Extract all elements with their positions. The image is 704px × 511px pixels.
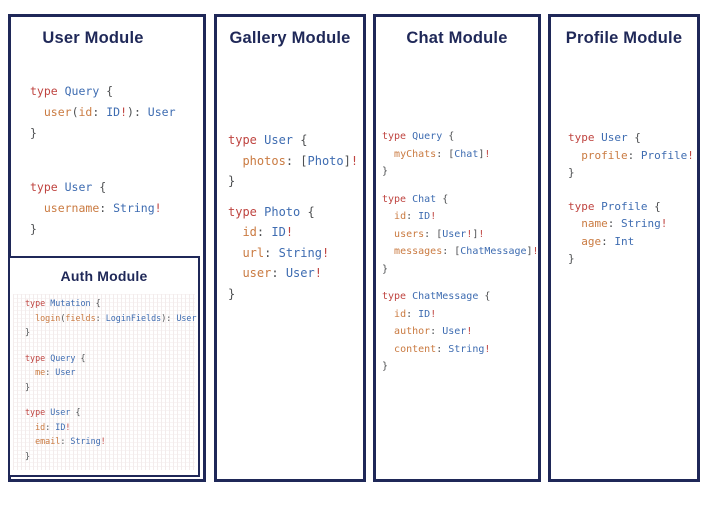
code-block: type Chat { id: ID! users: [User!]! mess… [382,191,539,279]
module-title-profile: Profile Module [565,29,683,47]
module-title-chat: Chat Module [406,29,508,47]
code-line: type Query { [30,84,114,98]
module-title-auth: Auth Module [60,268,148,284]
code-line: type ChatMessage { [382,291,491,302]
code-block: type Profile { name: String! age: Int} [568,198,694,268]
code-line: } [568,252,575,265]
module-card-chat: Chat Module type Query { myChats: [Chat]… [373,14,541,482]
code-area-auth: type Mutation { login(fields: LoginField… [13,294,197,470]
code-block: type Query { me: User} [25,351,195,395]
code-line: } [568,166,575,179]
code-block: type Query { myChats: [Chat]!} [382,128,539,181]
code-block: type Photo { id: ID! url: String! user: … [228,202,358,305]
code-line: } [30,126,37,140]
code-block: type User { id: ID! email: String!} [25,405,195,463]
code-line: type Query { [382,131,455,142]
code-line: messages: [ChatMessage]! [394,246,539,257]
code-line: type Chat { [382,193,449,205]
code-line: type Photo { [228,204,315,219]
code-line: type User { [228,133,308,147]
code-block: type ChatMessage { id: ID! author: User!… [382,288,539,376]
code-area-gallery: type User { photos: [Photo]!}type Photo … [228,130,358,314]
code-block: type User { profile: Profile!} [568,129,694,182]
code-line: id: ID! [35,421,71,432]
code-line: } [382,263,389,275]
code-line: type Profile { [568,199,661,213]
code-line: profile: Profile! [581,148,694,162]
code-line: type Query { [25,352,86,363]
code-line: } [228,174,236,188]
code-line: } [25,327,31,337]
code-block: type Query { user(id: ID!): User} [30,81,176,144]
code-line: photos: [Photo]! [242,153,359,168]
code-line: age: Int [581,234,635,248]
module-title-gallery: Gallery Module [229,29,351,47]
code-area-profile: type User { profile: Profile!}type Profi… [568,129,694,284]
code-block: type Mutation { login(fields: LoginField… [25,296,197,340]
code-line: id: ID! [242,225,294,239]
module-card-auth: Auth Module type Mutation { login(fields… [8,256,200,477]
code-line: type User { [568,131,641,144]
code-line: } [228,286,236,301]
code-line: id: ID! [394,308,437,320]
module-card-profile: Profile Module type User { profile: Prof… [548,14,700,482]
module-title-user: User Module [42,29,144,47]
code-line: type User { [30,180,107,194]
code-block: type User { photos: [Photo]!} [228,130,358,192]
code-line: users: [User!]! [394,228,485,240]
code-line: url: String! [242,245,330,260]
code-line: } [30,222,37,236]
code-block: type User { username: String!} [30,177,176,240]
code-line: content: String! [394,343,491,355]
module-card-gallery: Gallery Module type User { photos: [Phot… [214,14,366,482]
code-line: login(fields: LoginFields): User [35,312,197,323]
code-line: user: User! [242,266,322,280]
code-line: } [25,450,31,461]
code-line: me: User [35,367,76,377]
code-line: } [382,166,389,177]
code-line: email: String! [35,436,106,446]
code-line: user(id: ID!): User [43,105,176,119]
code-line: } [382,361,389,372]
code-line: type Mutation { [25,298,101,308]
code-line: username: String! [43,201,162,215]
code-line: name: String! [581,217,668,230]
code-area-chat: type Query { myChats: [Chat]!}type Chat … [382,128,539,386]
code-line: type User { [25,407,81,417]
code-line: } [25,381,31,392]
code-line: id: ID! [394,211,437,222]
code-line: myChats: [Chat]! [394,148,491,160]
code-line: author: User! [394,326,473,337]
code-area-user: type Query { user(id: ID!): User}type Us… [30,81,176,273]
